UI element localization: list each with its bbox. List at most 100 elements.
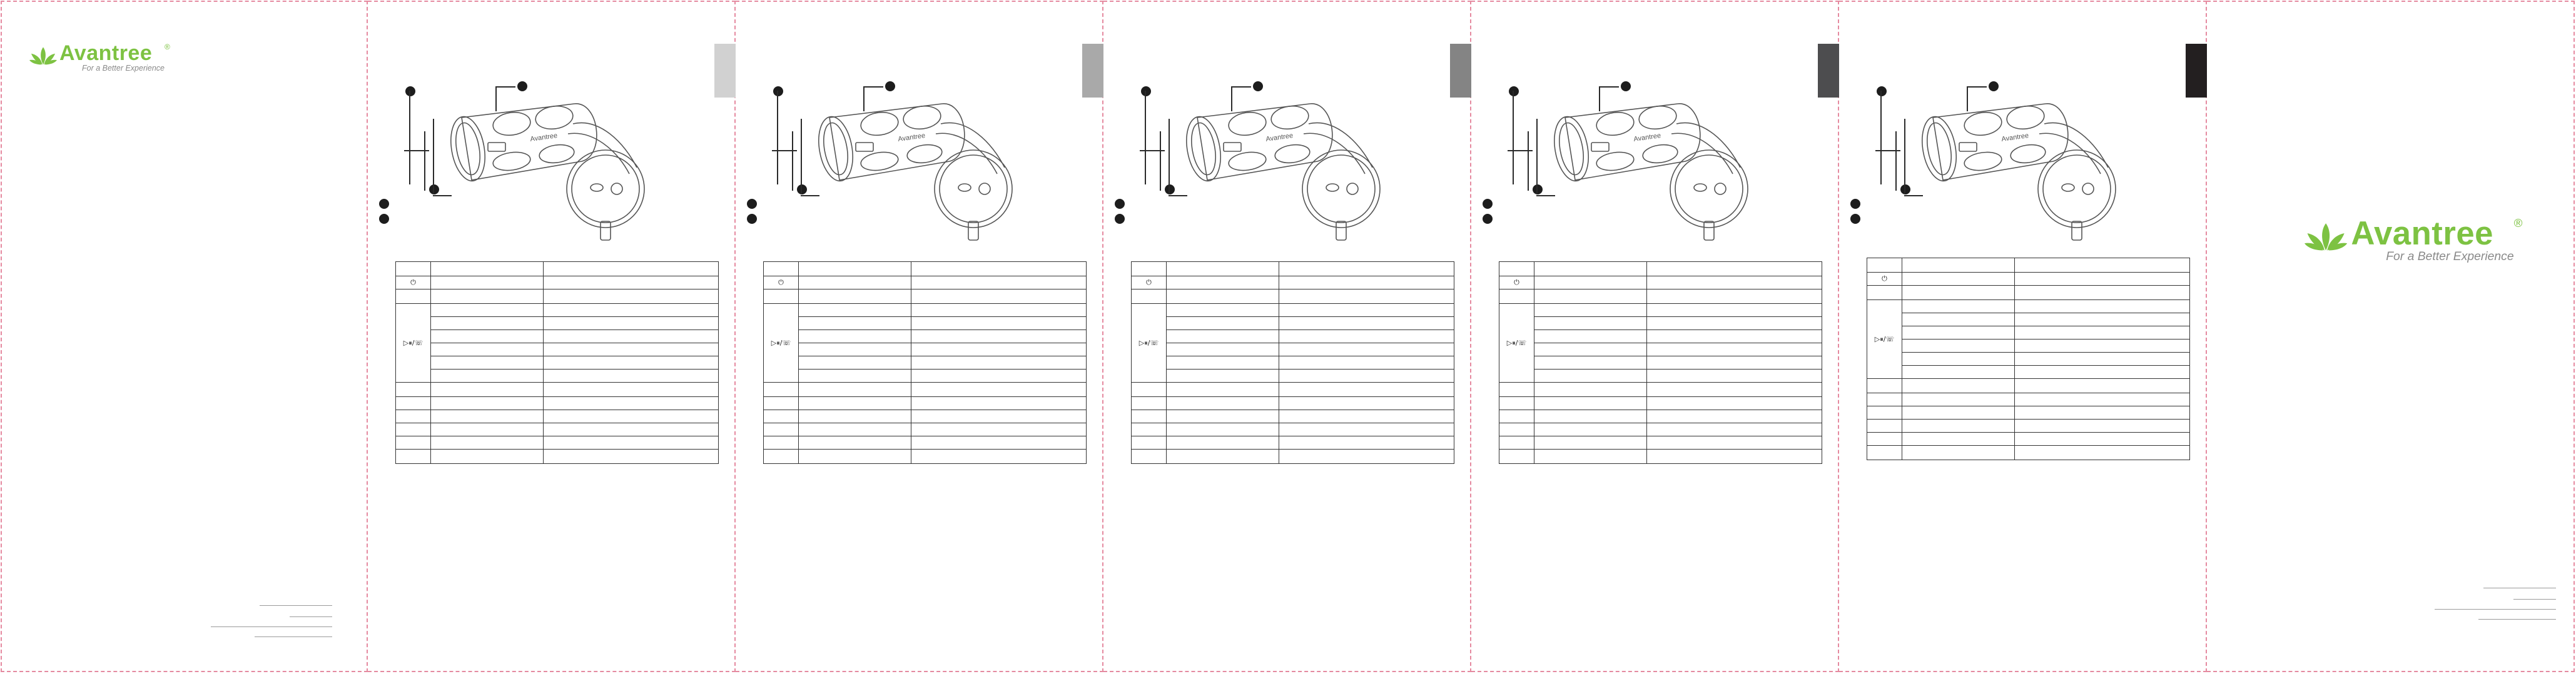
table-cell (1279, 410, 1454, 423)
table-cell (1534, 276, 1647, 289)
callout-line (495, 86, 515, 88)
leaf-left (31, 53, 43, 65)
spec-row (1499, 382, 1822, 397)
table-cell (911, 276, 1087, 289)
spec-row (1867, 393, 2190, 406)
footer-rule (260, 605, 332, 606)
spec-row: ▷⏸/☏ (1867, 299, 2190, 379)
mount-arm-inner (1671, 133, 1733, 174)
table-cell (2014, 419, 2190, 433)
table-cell (798, 261, 911, 276)
table-cell (1131, 289, 1167, 304)
leaf-right (2327, 233, 2345, 251)
table-cell (395, 289, 431, 304)
spec-row (763, 261, 1087, 276)
callout-line (1508, 150, 1533, 151)
speaker-illustration: Avantree (1554, 103, 1748, 241)
table-cell (543, 449, 719, 464)
table-cell (1499, 261, 1534, 276)
table-cell (798, 423, 911, 436)
spec-row (764, 329, 1087, 343)
spec-row (1131, 289, 1454, 304)
table-cell (1166, 449, 1279, 464)
table-cell (798, 303, 911, 317)
speaker-body (461, 103, 597, 181)
table-cell (1166, 261, 1279, 276)
callout-line (495, 86, 497, 111)
spec-row (764, 343, 1087, 356)
callout-line (801, 119, 802, 194)
table-cell (1646, 261, 1822, 276)
table-cell (430, 289, 544, 304)
speaker-end-cap-inner (823, 122, 848, 176)
callout-number (1115, 214, 1125, 224)
table-cell (1279, 316, 1454, 330)
panel-3 (736, 1, 1103, 672)
callout-line (1536, 119, 1538, 194)
table-cell (1902, 258, 2015, 273)
spec-row (395, 396, 719, 410)
grill-window (1964, 111, 2002, 136)
callout-line (1528, 131, 1529, 191)
spec-row (1131, 423, 1454, 436)
leaf-far-left (29, 59, 42, 65)
spec-row (1499, 410, 1822, 423)
play-pause-call-icon: ▷⏸/☏ (1138, 338, 1159, 347)
registered-mark: ® (165, 43, 170, 51)
spec-row (395, 423, 719, 436)
callout-line (1231, 86, 1251, 88)
table-cell (1646, 410, 1822, 423)
spec-table: ⏻▷⏸/☏ (763, 261, 1087, 464)
grill-window (492, 111, 531, 136)
mount-ring-inner (1307, 154, 1376, 223)
leaf-logo-icon (2305, 223, 2348, 251)
table-cell (543, 436, 719, 450)
table-cell (763, 449, 799, 464)
mount-control (2061, 183, 2075, 192)
spec-row (1499, 329, 1822, 343)
table-cell (543, 369, 719, 383)
table-cell (1646, 329, 1822, 343)
callout-number (773, 86, 783, 96)
table-cell (1534, 410, 1647, 423)
table-cell (395, 261, 431, 276)
table-cell (1131, 423, 1167, 436)
table-cell (1499, 382, 1534, 397)
spec-row (1499, 343, 1822, 356)
table-cell (911, 410, 1087, 423)
callout-line (1231, 86, 1232, 111)
callout-line (409, 91, 410, 184)
mount-control (958, 183, 971, 192)
row-icon-cell: ▷⏸/☏ (1499, 303, 1534, 383)
table-cell (798, 289, 911, 304)
table-cell (763, 423, 799, 436)
spec-row (395, 261, 719, 276)
table-cell (1646, 356, 1822, 370)
table-cell (798, 276, 911, 289)
spec-table: ⏻▷⏸/☏ (1867, 258, 2190, 460)
grill-window (539, 144, 575, 164)
table-cell (1902, 285, 2015, 300)
table-cell (911, 303, 1087, 317)
callout-number (379, 199, 389, 209)
speaker-end-cap (1554, 116, 1589, 182)
table-cell (1279, 449, 1454, 464)
table-cell (1166, 303, 1279, 317)
spec-row: ▷⏸/☏ (1499, 303, 1822, 383)
spec-row (1131, 382, 1454, 397)
spec-row (396, 316, 719, 330)
leaf-far-right (44, 59, 57, 65)
table-cell (543, 316, 719, 330)
table-cell (430, 382, 544, 397)
spec-row (763, 289, 1087, 304)
grill-window (1228, 111, 1267, 136)
callout-number (797, 184, 807, 194)
table-cell (543, 329, 719, 343)
table-cell (911, 436, 1087, 450)
spec-row: ⏻ (1131, 276, 1454, 289)
footer-rule (2513, 599, 2556, 600)
table-cell (1131, 382, 1167, 397)
callout-number (1253, 81, 1263, 91)
table-cell (543, 261, 719, 276)
table-cell (1867, 432, 1902, 446)
